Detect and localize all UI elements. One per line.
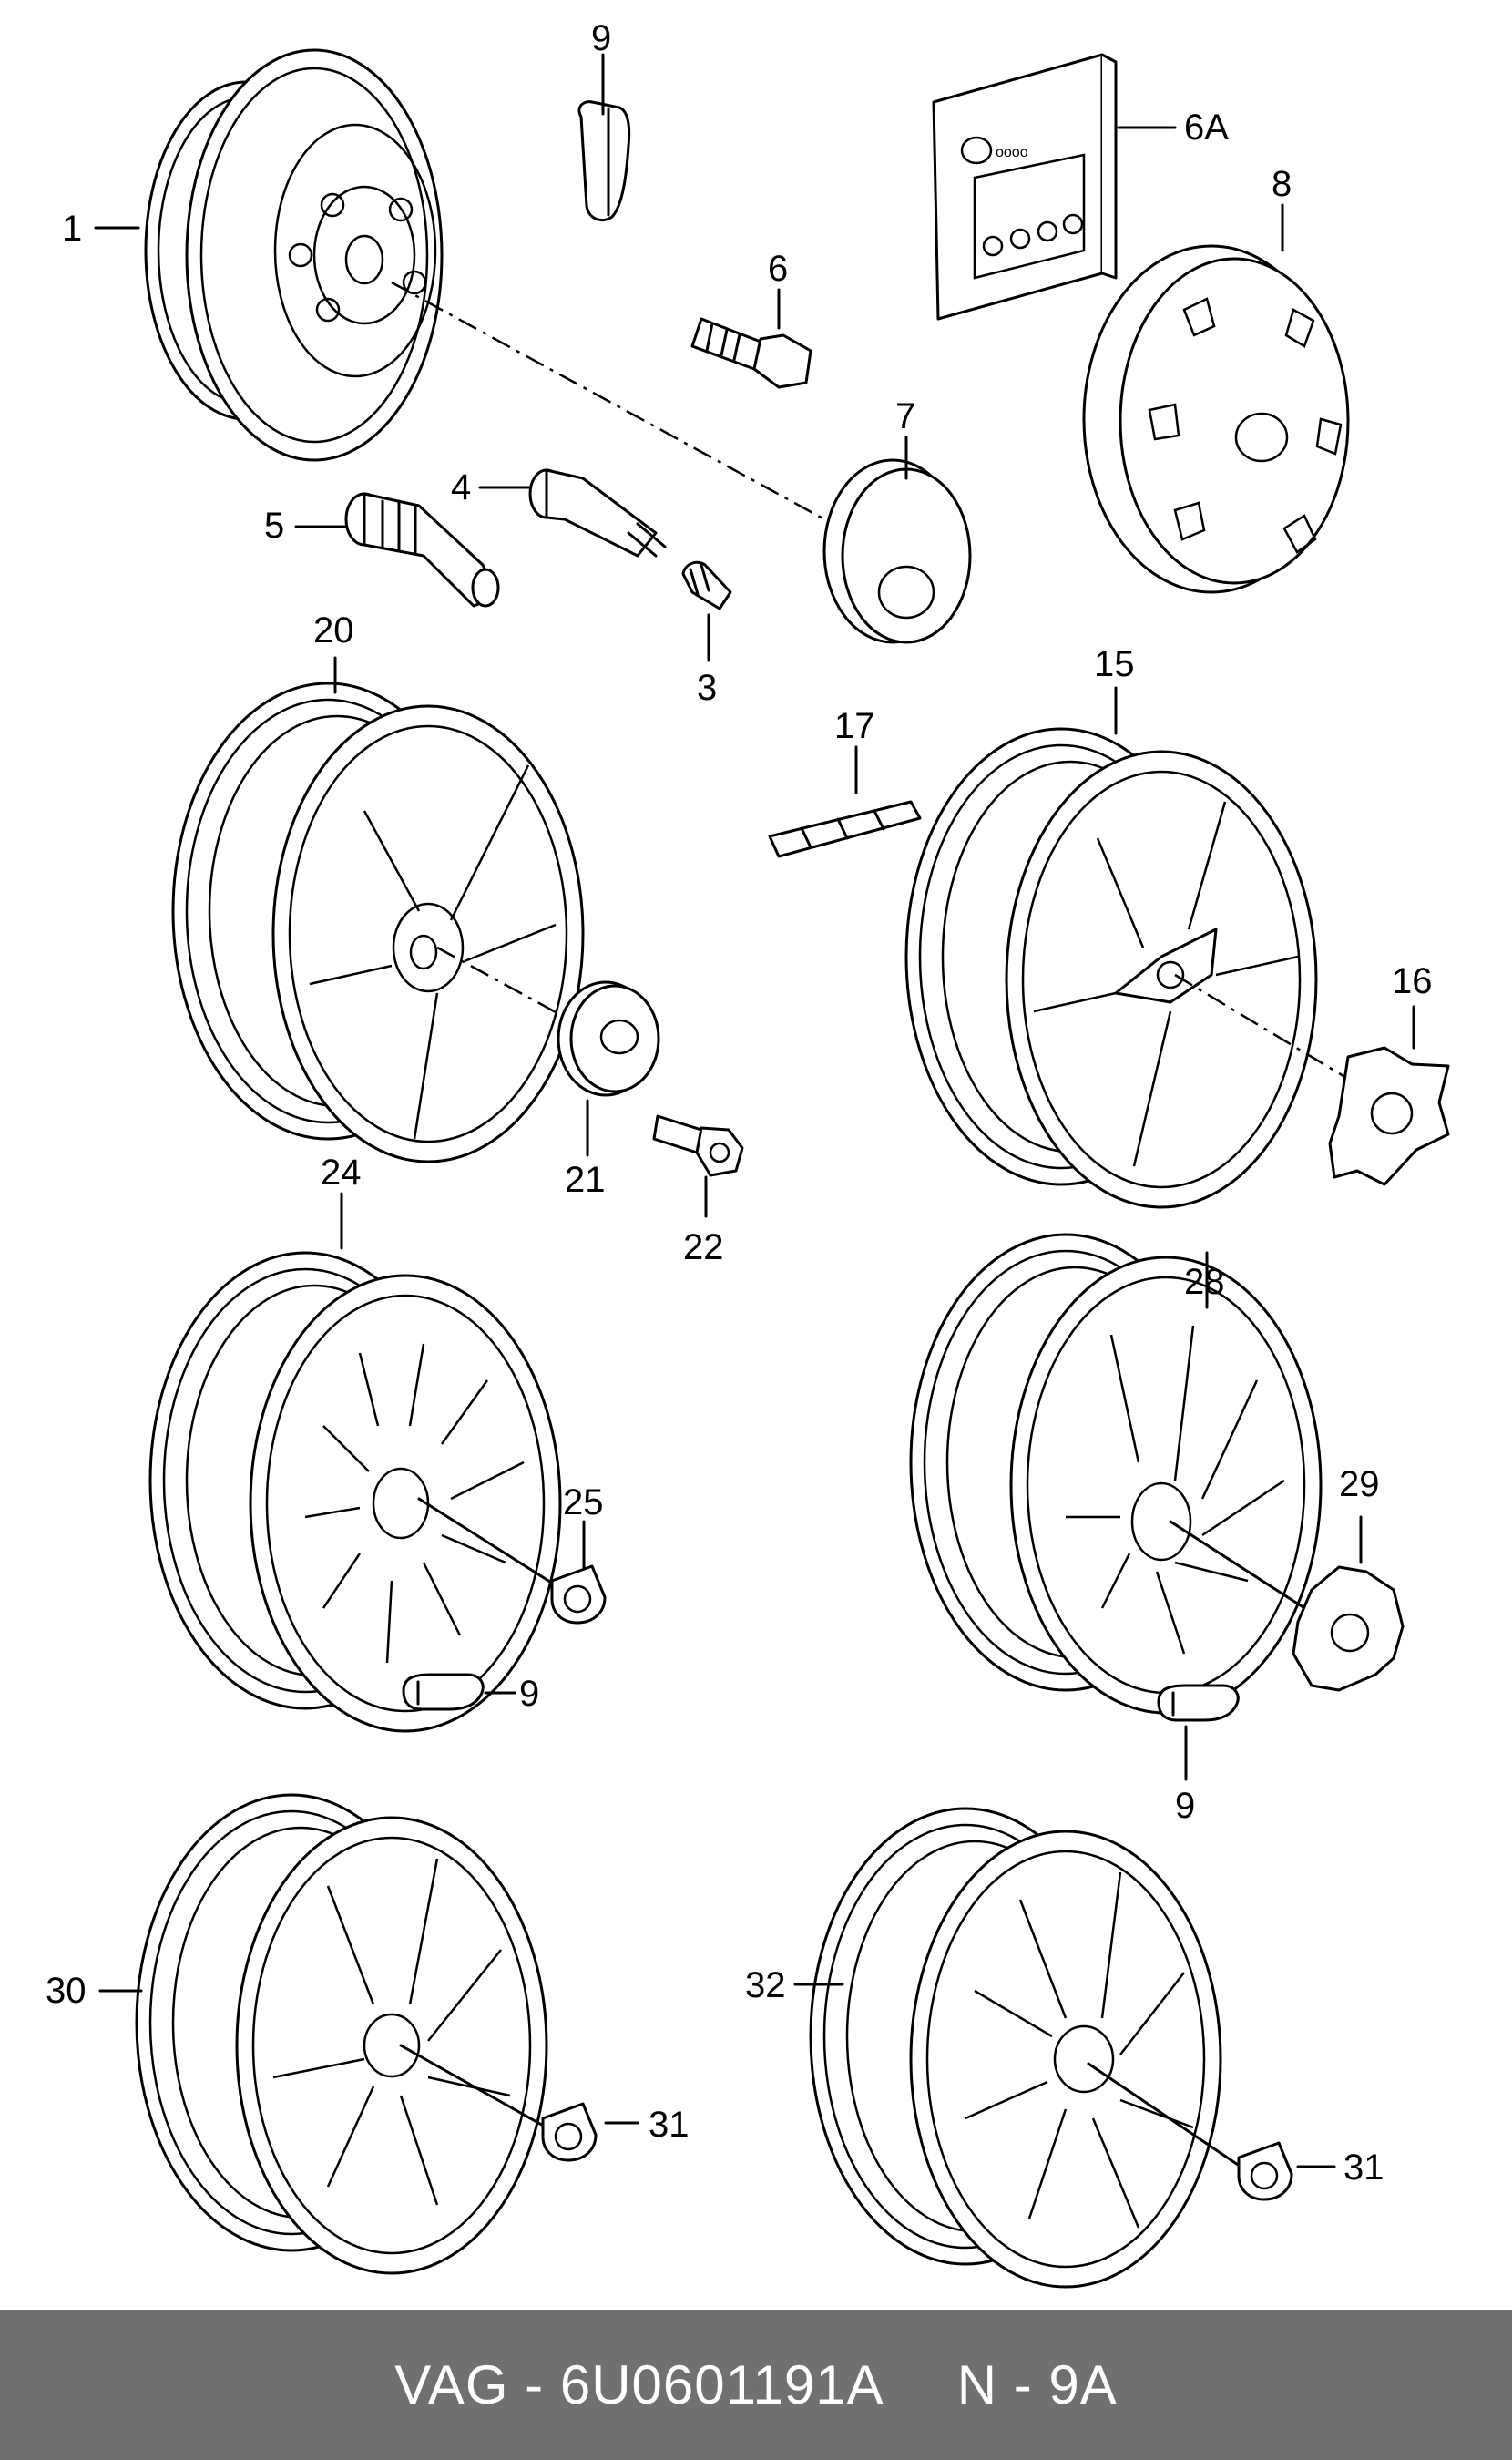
callout-7: 7 xyxy=(895,396,915,436)
callout-9-top: 9 xyxy=(591,18,611,58)
valve-cap-3 xyxy=(681,560,732,610)
steel-wheel-1 xyxy=(144,48,444,462)
wheel-bolt-lock-kit: oooo xyxy=(932,53,1118,321)
callout-6a: 6A xyxy=(1184,108,1229,148)
axis-line-30 xyxy=(399,2044,548,2129)
callout-9-left: 9 xyxy=(519,1674,539,1714)
footer-part-number: VAG - 6U0601191A xyxy=(394,2354,884,2415)
callout-21: 21 xyxy=(565,1160,606,1200)
center-cap-16 xyxy=(1328,1046,1450,1186)
axis-line-15 xyxy=(1174,973,1358,1086)
center-cap-21 xyxy=(557,980,660,1097)
wheel-bolt-6 xyxy=(690,317,812,389)
callout-6: 6 xyxy=(768,249,788,289)
wheel-bolt-22 xyxy=(652,1114,744,1177)
callout-1: 1 xyxy=(62,209,82,249)
callout-4: 4 xyxy=(451,467,471,507)
center-cap-31-left xyxy=(541,2102,598,2162)
valve-4 xyxy=(528,468,667,558)
callout-15: 15 xyxy=(1094,644,1135,684)
axis-line-32 xyxy=(1087,2062,1245,2170)
hub-cap-7 xyxy=(822,458,972,644)
alloy-wheel-28 xyxy=(909,1233,1323,1715)
callout-29: 29 xyxy=(1339,1464,1380,1504)
axis-line-1 xyxy=(391,281,875,548)
callout-8: 8 xyxy=(1272,164,1292,204)
callout-17: 17 xyxy=(834,706,875,746)
callout-16: 16 xyxy=(1392,961,1433,1001)
balance-weight-clip-right xyxy=(1157,1684,1240,1722)
callout-30: 30 xyxy=(46,1971,87,2011)
callout-20: 20 xyxy=(313,610,354,651)
valve-tool-5 xyxy=(344,492,500,608)
callout-32: 32 xyxy=(745,1965,786,2005)
callout-31-right: 31 xyxy=(1343,2147,1384,2188)
callout-22: 22 xyxy=(683,1227,724,1267)
alloy-wheel-15 xyxy=(904,727,1318,1209)
balance-weight-clip-left xyxy=(402,1673,485,1711)
callout-28: 28 xyxy=(1184,1262,1225,1302)
center-cap-29 xyxy=(1292,1565,1405,1692)
callout-9-right: 9 xyxy=(1175,1786,1195,1826)
center-cap-25 xyxy=(550,1564,607,1625)
axis-line-28 xyxy=(1169,1520,1313,1614)
balance-weight-clip-top xyxy=(577,100,631,221)
footer-bar: VAG - 6U0601191A N - 9A xyxy=(0,2310,1512,2460)
alloy-wheel-24 xyxy=(148,1251,562,1733)
wheel-cover-8 xyxy=(1082,244,1350,594)
callout-24: 24 xyxy=(321,1153,362,1193)
callout-5: 5 xyxy=(264,506,284,546)
svg-text:oooo: oooo xyxy=(996,145,1028,160)
center-cap-31-right xyxy=(1237,2141,1293,2201)
callout-25: 25 xyxy=(563,1482,604,1522)
callout-labels: 1 9 6A 6 8 7 4 5 3 20 17 15 16 21 22 24 … xyxy=(46,18,1433,2188)
tyre-pressure-sticker-17 xyxy=(768,800,922,858)
alloy-wheel-30 xyxy=(135,1793,548,2275)
wheel-parts-diagram: oooo xyxy=(46,18,1450,2289)
alloy-wheel-20 xyxy=(171,682,585,1163)
leader-lines xyxy=(94,53,1415,2168)
footer-page-ref: N - 9A xyxy=(956,2354,1118,2415)
alloy-wheel-32 xyxy=(809,1807,1222,2289)
axis-line-24 xyxy=(417,1497,557,1587)
callout-31-left: 31 xyxy=(649,2105,690,2145)
callout-3: 3 xyxy=(697,668,717,708)
